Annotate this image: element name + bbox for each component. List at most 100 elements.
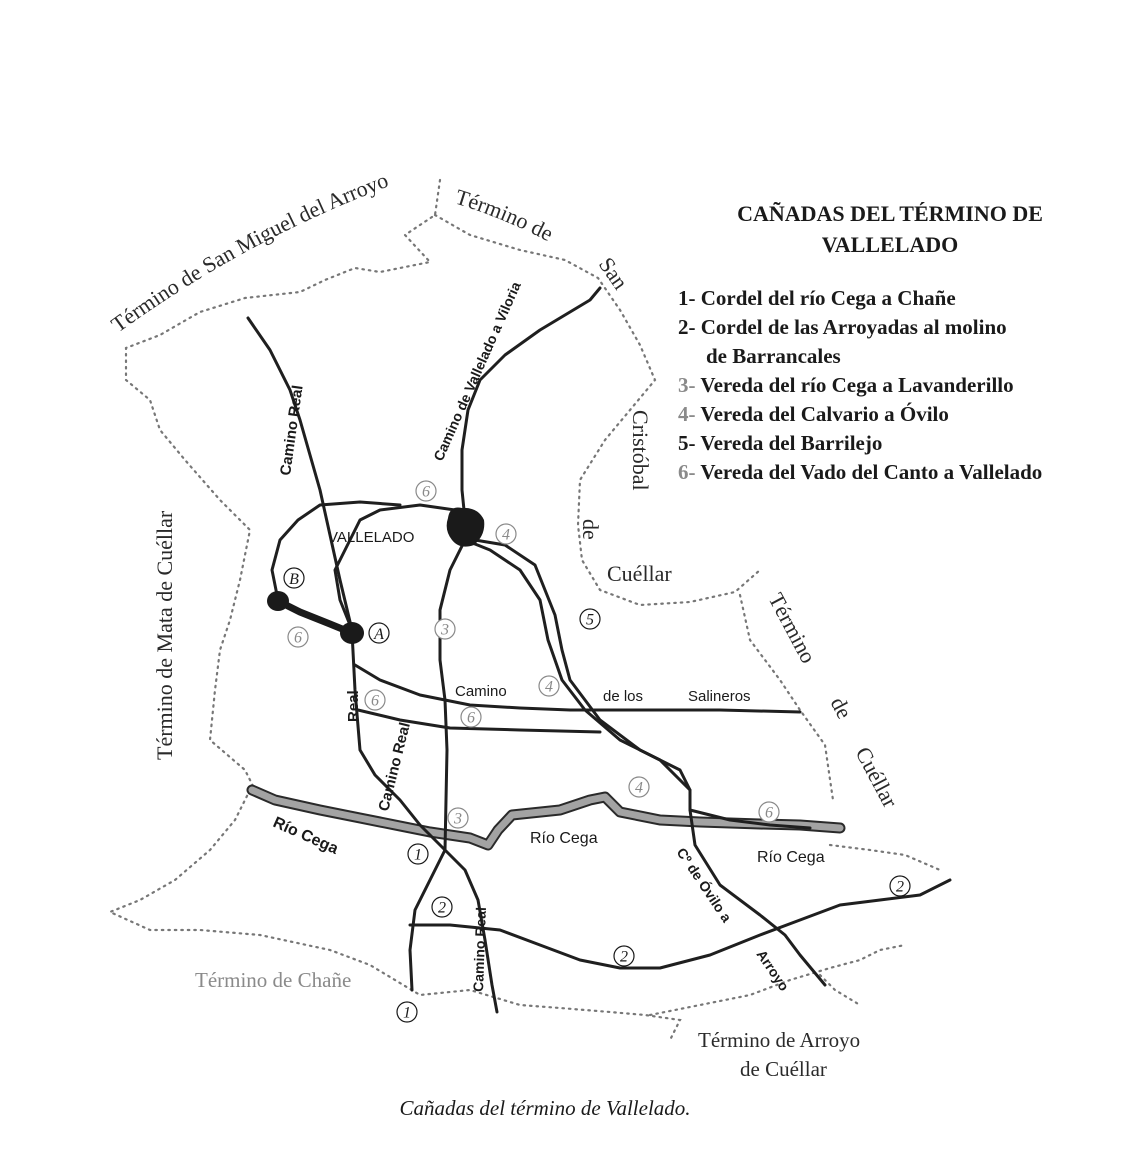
legend-item: 6- Vereda del Vado del Canto a Vallelado <box>678 458 1118 487</box>
place-labels: VALLELADO <box>328 529 414 546</box>
route-marker-circle <box>758 801 780 823</box>
label-termino-san-miguel: Término de San Miguel del Arroyo <box>106 167 391 337</box>
road-camino-real-south <box>350 630 499 1014</box>
label-salineros-2: de los <box>603 688 643 705</box>
label-termino-chane: Término de Chañe <box>195 968 351 992</box>
road-vereda-6-east <box>688 808 812 830</box>
legend-item-text: Vereda del Calvario a Óvilo <box>700 402 949 426</box>
route-marker-circle <box>364 689 386 711</box>
route-marker-circle <box>415 480 437 502</box>
road-camino-viloria <box>460 286 602 522</box>
route-marker-number: 2 <box>896 879 904 896</box>
label-camino-viloria: Camino de Vallelado a Viloria <box>430 279 524 463</box>
route-marker-number: 4 <box>545 679 553 696</box>
route-marker-circle <box>447 807 469 829</box>
legend-item-text: Vereda del Barrilejo <box>700 431 883 455</box>
label-salineros-1: Camino <box>455 683 507 700</box>
boundary-north-east <box>433 213 762 607</box>
point-b-circle <box>283 567 305 589</box>
label-ovilo-road: Cº de Óvilo a <box>674 844 736 925</box>
label-rio-cega-east: Río Cega <box>757 849 825 866</box>
legend-title-line-2: VALLELADO <box>821 232 959 257</box>
legend-item: 1- Cordel del río Cega a Chañe <box>678 284 1118 313</box>
route-marker-number: 5 <box>586 612 594 629</box>
legend-item-text: Vereda del Vado del Canto a Vallelado <box>700 460 1043 484</box>
route-marker-circle <box>538 675 560 697</box>
legend-item: 5- Vereda del Barrilejo <box>678 429 1118 458</box>
boundary-north-west <box>124 178 442 792</box>
route-marker-circle <box>613 945 635 967</box>
road-north-arc <box>270 500 402 602</box>
legend-item-text: Cordel de las Arroyadas al molino <box>700 315 1007 339</box>
label-termino-de-north: Término de <box>453 184 558 246</box>
label-termino-right: Término <box>764 589 822 668</box>
route-marker-number: 1 <box>414 847 422 864</box>
label-camino-real-mid: Camino Real <box>375 721 413 813</box>
road-cordel-2 <box>408 878 952 970</box>
legend-item-text: de Barrancales <box>706 344 841 368</box>
legend-item-number: 3- <box>678 373 701 397</box>
legend-item-number: 5- <box>678 431 701 455</box>
point-markers: B A <box>283 567 390 644</box>
route-marker-number: 6 <box>467 710 475 727</box>
label-camino-real-mid-a: Real <box>345 690 362 722</box>
legend-item: 4- Vereda del Calvario a Óvilo <box>678 400 1118 429</box>
legend-item-number: 1- <box>678 286 701 310</box>
route-marker-circle <box>889 875 911 897</box>
route-marker-number: 3 <box>440 622 449 639</box>
route-marker-circle <box>431 896 453 918</box>
vallelado-blob <box>446 507 485 547</box>
road-vallelado-loop <box>333 503 464 632</box>
route-marker-circle <box>579 608 601 630</box>
label-termino-arroyo-1: Término de Arroyo <box>698 1028 860 1052</box>
legend-item: 2- Cordel de las Arroyadas al molino <box>678 313 1118 342</box>
route-marker-number: 4 <box>502 527 510 544</box>
legend-item-number: 6- <box>678 460 701 484</box>
route-marker-circle <box>628 776 650 798</box>
road-vereda-3 <box>408 538 467 992</box>
legend-item-text: Vereda del río Cega a Lavanderillo <box>700 373 1014 397</box>
point-a-circle <box>368 622 390 644</box>
settlements <box>267 507 485 644</box>
route-marker-number: 2 <box>620 949 628 966</box>
legend-item: 3- Vereda del río Cega a Lavanderillo <box>678 371 1118 400</box>
road-vereda-5 <box>473 538 692 792</box>
route-marker-number: 6 <box>765 805 773 822</box>
route-marker-circle <box>434 618 456 640</box>
label-cuellar-east: Cuéllar <box>607 561 672 586</box>
boundary-south <box>107 788 682 1042</box>
label-point-b: B <box>289 571 299 588</box>
label-vallelado: VALLELADO <box>328 529 414 546</box>
boundary-south-arroyo <box>648 943 907 1017</box>
route-marker-circle <box>495 523 517 545</box>
route-marker-circle <box>460 706 482 728</box>
legend-item-number: 4- <box>678 402 701 426</box>
road-camino-salineros <box>353 663 802 714</box>
label-de-right: de <box>826 693 858 723</box>
river-cega-water <box>248 786 844 849</box>
road-vereda-6-south <box>356 708 602 734</box>
legend-item: de Barrancales <box>678 342 1118 371</box>
boundary-east <box>738 593 835 802</box>
route-marker-number: 6 <box>371 693 379 710</box>
road-b-to-a <box>274 597 356 637</box>
legend-title-line-1: CAÑADAS DEL TÉRMINO DE <box>737 201 1043 226</box>
route-marker-number: 4 <box>635 780 643 797</box>
label-rio-cega-west: Río Cega <box>270 814 340 858</box>
label-termino-arroyo-2: de Cuéllar <box>740 1057 827 1081</box>
label-camino-real-south: Camino Real <box>470 907 489 992</box>
boundary-south-east <box>828 843 942 872</box>
municipal-boundaries <box>107 178 942 1042</box>
legend-item-text: Cordel del río Cega a Chañe <box>700 286 956 310</box>
label-cuellar-right: Cuéllar <box>851 743 904 813</box>
legend-item-number: 2- <box>678 315 701 339</box>
label-point-a: A <box>373 626 384 643</box>
label-arroyo-road: Arroyo <box>754 947 793 994</box>
route-marker-circle <box>287 626 309 648</box>
route-marker-number: 1 <box>403 1005 411 1022</box>
route-marker-number: 6 <box>294 630 302 647</box>
label-rio-cega-mid: Río Cega <box>530 830 598 847</box>
